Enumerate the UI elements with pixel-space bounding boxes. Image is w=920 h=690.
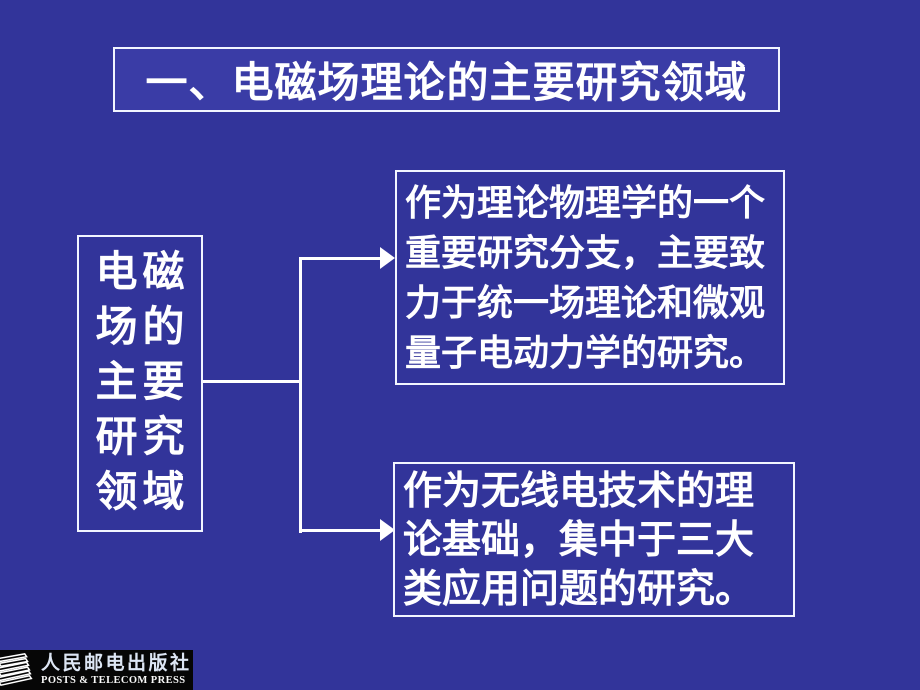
publisher-name-en: POSTS & TELECOM PRESS xyxy=(41,675,186,686)
branch-bottom-line: 论基础，集中于三大 xyxy=(403,519,755,562)
root-box-line: 场的 xyxy=(95,305,190,351)
root-box-line: 研究 xyxy=(95,415,190,461)
slide-title: 一、电磁场理论的主要研究领域 xyxy=(145,61,748,107)
connector-bottom-branch-line xyxy=(299,529,381,532)
publisher-name-block: 人民邮电出版社 POSTS & TELECOM PRESS xyxy=(41,653,192,687)
publisher-logo: 人民邮电出版社 POSTS & TELECOM PRESS xyxy=(0,650,193,690)
title-box: 一、电磁场理论的主要研究领域 xyxy=(113,47,780,112)
branch-top-line: 力于统一场理论和微观 xyxy=(405,283,766,323)
root-box-line: 电磁 xyxy=(95,250,190,296)
root-box-line: 领域 xyxy=(95,470,190,516)
connector-stem-line xyxy=(203,380,302,383)
branch-top-box: 作为理论物理学的一个 重要研究分支，主要致 力于统一场理论和微观 量子电动力学的… xyxy=(395,170,785,385)
branch-top-line: 量子电动力学的研究。 xyxy=(405,333,766,373)
branch-bottom-box: 作为无线电技术的理 论基础，集中于三大 类应用问题的研究。 xyxy=(393,462,795,617)
branch-bottom-line: 作为无线电技术的理 xyxy=(403,470,755,513)
branch-bottom-line: 类应用问题的研究。 xyxy=(403,568,755,611)
connector-vertical-line xyxy=(299,257,302,533)
branch-top-line: 作为理论物理学的一个 xyxy=(405,183,766,223)
connector-top-branch-line xyxy=(299,257,381,260)
publisher-name-cn: 人民邮电出版社 xyxy=(41,653,192,674)
arrowhead-top-icon xyxy=(380,247,395,269)
branch-top-line: 重要研究分支，主要致 xyxy=(405,233,766,273)
book-stack-icon xyxy=(0,651,38,689)
root-box-line: 主要 xyxy=(95,360,190,406)
arrowhead-bottom-icon xyxy=(380,519,395,541)
root-box: 电磁 场的 主要 研究 领域 xyxy=(77,235,203,532)
